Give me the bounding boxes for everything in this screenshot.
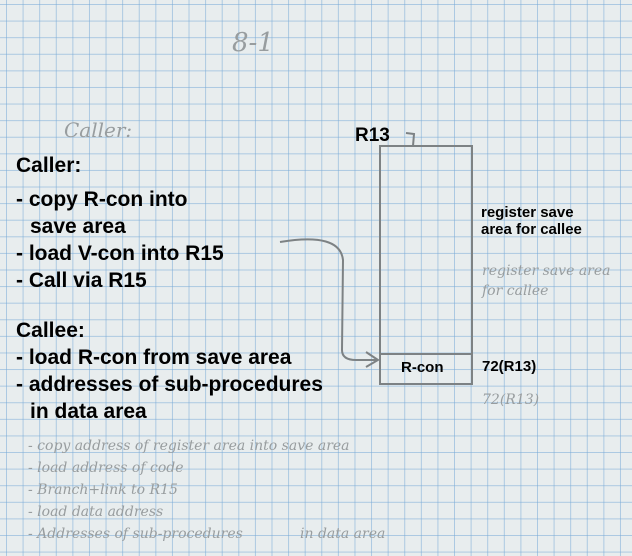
caller-step: - copy R-con into [16, 188, 188, 211]
caller-heading: Caller: [16, 154, 82, 177]
callee-step: - addresses of sub-procedures [16, 373, 323, 396]
handwritten-callee-step: - load data address [28, 504, 164, 520]
save-area-box [379, 145, 473, 385]
rcon-cell-label: R-con [401, 359, 444, 376]
callee-step: - load R-con from save area [16, 346, 292, 369]
handwritten-page-number: 8-1 [232, 28, 274, 58]
handwritten-caller: Caller: [64, 118, 133, 142]
register-pointer-mark [405, 132, 416, 147]
arrow-connector [279, 238, 376, 361]
register-label: R13 [355, 125, 390, 146]
box-description: register save area for callee [481, 204, 582, 238]
handwritten-caller-step: - Branch+link to R15 [28, 482, 178, 498]
handwritten-callee-step: in data area [300, 526, 386, 542]
handwritten-offset: 72(R13) [482, 392, 540, 408]
offset-label: 72(R13) [482, 358, 537, 375]
box-description-line: register save [481, 204, 574, 221]
box-description-line: area for callee [481, 220, 582, 238]
handwritten-caller-step: - copy address of register area into sav… [28, 438, 350, 454]
caller-step: save area [30, 215, 126, 238]
callee-step: in data area [30, 400, 147, 423]
caller-step: - load V-con into R15 [16, 242, 224, 265]
caller-step: - Call via R15 [16, 269, 147, 292]
callee-heading: Callee: [16, 319, 85, 342]
arrow-head-icon [365, 351, 380, 368]
handwritten-box-label: register save area for callee [482, 263, 611, 299]
handwritten-callee-step: - Addresses of sub-procedures [28, 526, 243, 542]
handwritten-caller-step: - load address of code [28, 460, 184, 476]
